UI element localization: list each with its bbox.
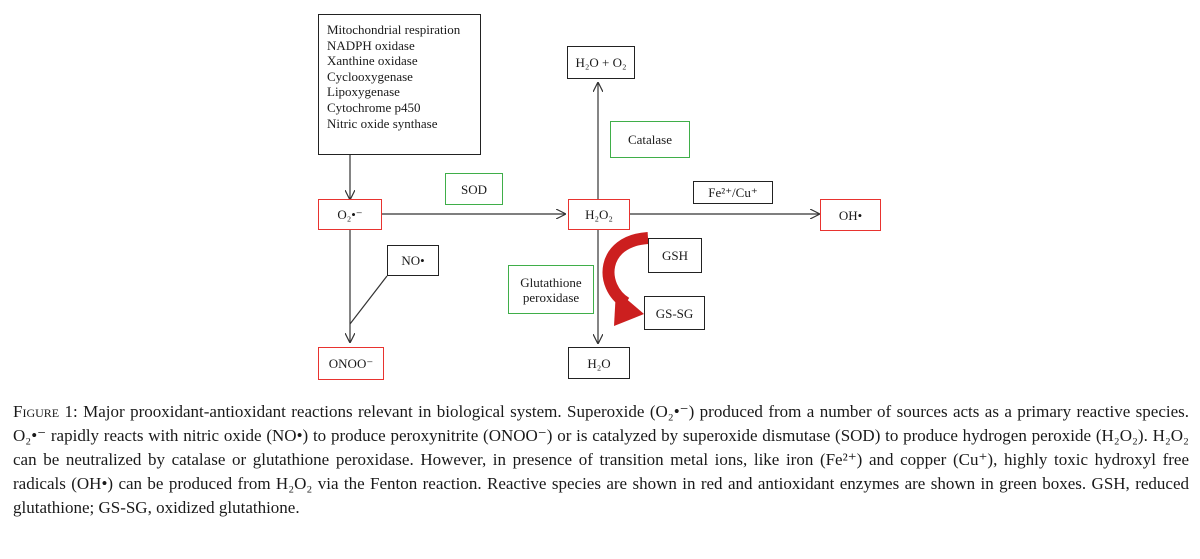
water-node: H₂O [568, 347, 630, 379]
source-item: Cyclooxygenase [327, 68, 413, 84]
source-item: Nitric oxide synthase [327, 115, 438, 131]
figure-caption: Figure 1: Major prooxidant-antioxidant r… [13, 400, 1189, 520]
catalase-enzyme-box: Catalase [610, 121, 690, 158]
peroxynitrite-node: ONOO⁻ [318, 347, 384, 380]
curved-arrow-gsh-to-gssg [602, 232, 649, 309]
gpx-label-line1: Glutathione [520, 274, 582, 290]
gssg-node: GS-SG [644, 296, 705, 330]
nitric-oxide-node: NO• [387, 245, 439, 276]
source-item: Lipoxygenase [327, 84, 400, 100]
figure-label: Figure 1: [13, 402, 78, 421]
gsh-node: GSH [648, 238, 702, 273]
connector-lines [0, 0, 1200, 395]
line-no-to-junction [349, 275, 388, 325]
fe-cu-label-box: Fe²⁺/Cu⁺ [693, 181, 773, 204]
curved-arrow-head [614, 290, 644, 326]
source-item: NADPH oxidase [327, 37, 415, 53]
source-item: Cytochrome p450 [327, 99, 421, 115]
hydrogen-peroxide-node: H₂O₂ [568, 199, 630, 230]
ros-pathway-diagram: Mitochondrial respiration NADPH oxidase … [0, 0, 1200, 395]
superoxide-node: O₂•⁻ [318, 199, 382, 230]
source-item: Mitochondrial respiration [327, 22, 461, 37]
caption-text: Major prooxidant-antioxidant reactions r… [13, 402, 1189, 517]
source-item: Xanthine oxidase [327, 53, 418, 69]
hydroxyl-radical-node: OH• [820, 199, 881, 231]
water-oxygen-node: H₂O + O₂ [567, 46, 635, 79]
glutathione-peroxidase-box: Glutathione peroxidase [508, 265, 594, 314]
superoxide-sources-box: Mitochondrial respiration NADPH oxidase … [318, 14, 481, 155]
sod-enzyme-box: SOD [445, 173, 503, 205]
gpx-label-line2: peroxidase [522, 289, 580, 305]
